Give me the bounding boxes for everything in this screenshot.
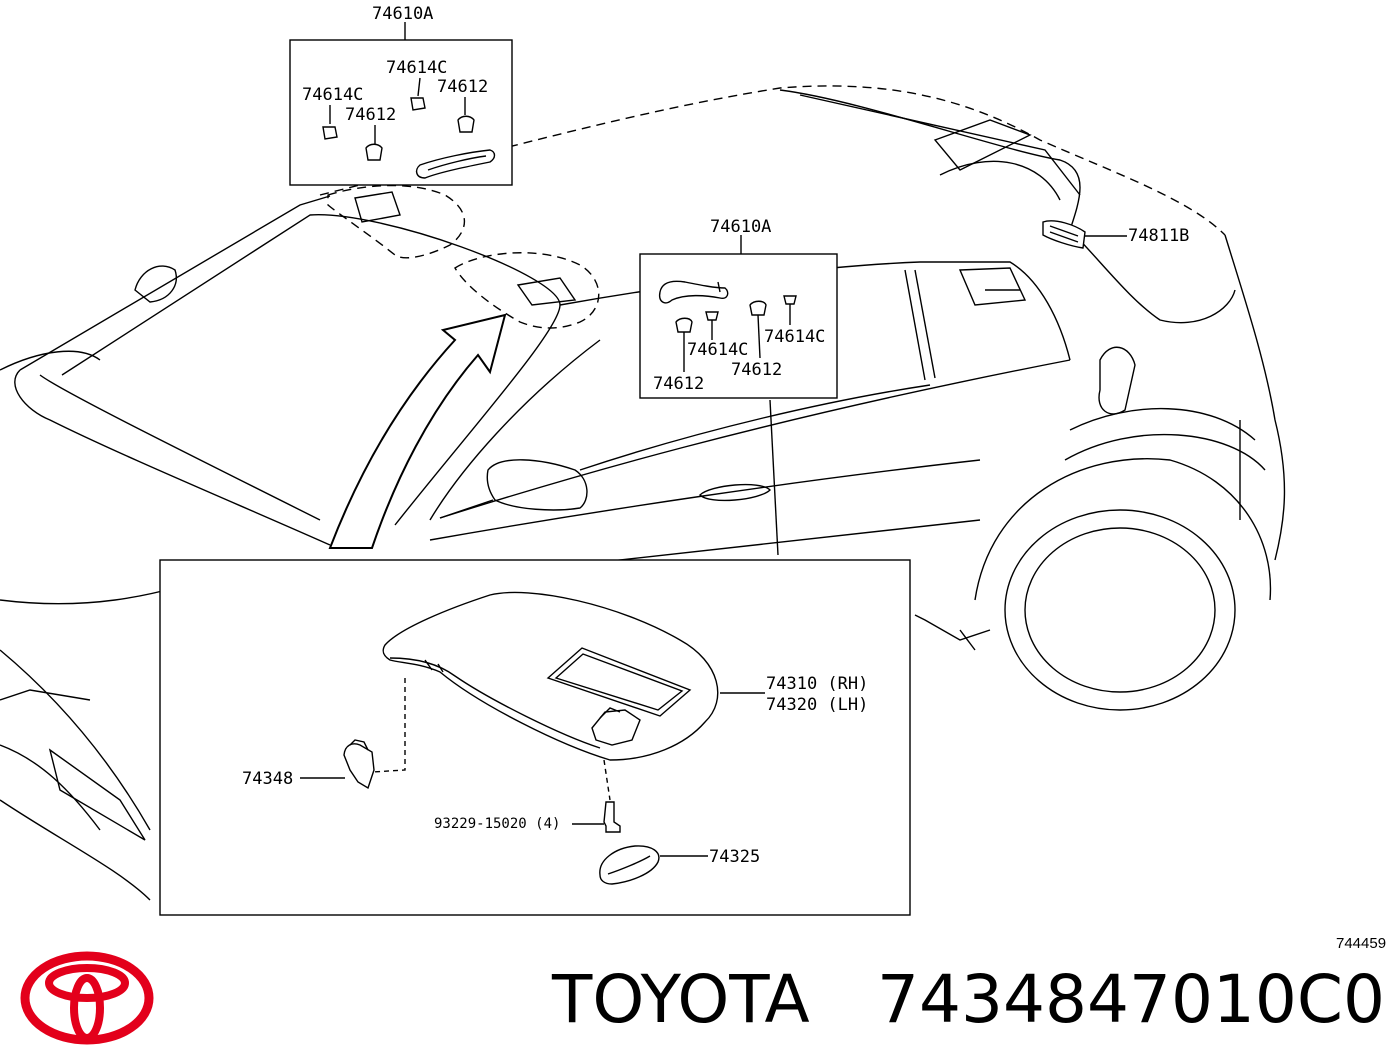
- callout-top-clip-right: 74614C: [386, 58, 447, 78]
- vanity-mirror-icon: [546, 647, 692, 717]
- logo-vertical-ring: [70, 974, 104, 1042]
- toyota-logo: [20, 951, 154, 1045]
- callout-rear-handle: 74811B: [1128, 226, 1189, 246]
- callout-mid-cap-left: 74612: [653, 374, 704, 394]
- assist-grip-icon: [658, 280, 729, 304]
- clip-icon: [410, 97, 426, 111]
- callout-mid-cap-right: 74612: [731, 360, 782, 380]
- installed-visors: [327, 184, 600, 329]
- callout-top-group: 74610A: [372, 4, 433, 24]
- callout-mid-group: 74610A: [710, 217, 771, 237]
- cap-icon: [365, 143, 383, 161]
- car-body: [0, 85, 1286, 901]
- rear-handle-group: 74811B: [1042, 220, 1189, 249]
- clip-icon: [705, 311, 719, 321]
- callout-mid-clip-left: 74614C: [687, 340, 748, 360]
- callout-top-cap-right: 74612: [437, 77, 488, 97]
- cap-icon: [457, 115, 475, 133]
- brand-name: TOYOTA: [551, 961, 810, 1038]
- cover-icon: [599, 845, 660, 885]
- clip-icon: [783, 295, 797, 305]
- visor-detail-group: 74310 (RH) 74320 (LH) 74348 93229-15020 …: [159, 559, 911, 916]
- logo-horizontal-ring: [45, 964, 129, 1002]
- callout-top-clip-left: 74614C: [302, 85, 363, 105]
- visor-holder-icon: [343, 743, 375, 790]
- clip-icon: [322, 126, 338, 140]
- rear-handle-icon: [1042, 220, 1086, 249]
- diagram-code: 744459: [1336, 935, 1386, 952]
- mid-inset-box: [639, 253, 838, 399]
- callout-mid-clip-right: 74614C: [764, 327, 825, 347]
- top-inset-group: 74610A 74614C 74614C 74612 74612: [289, 4, 513, 186]
- cap-icon: [749, 300, 767, 316]
- callout-cover: 74325: [709, 847, 760, 867]
- callout-screw: 93229-15020 (4): [434, 816, 560, 832]
- callout-visor-lh: 74320 (LH): [766, 695, 868, 715]
- callout-top-cap-left: 74612: [345, 105, 396, 125]
- callout-visor-rh: 74310 (RH): [766, 674, 868, 694]
- cap-icon: [675, 317, 693, 333]
- mid-inset-group: 74610A 74614C 74614C 74612 74612: [639, 217, 838, 399]
- part-number: 7434847010C0: [877, 961, 1385, 1038]
- pivot-icon: [591, 709, 641, 746]
- callout-holder: 74348: [242, 769, 293, 789]
- screw-icon: [603, 801, 621, 833]
